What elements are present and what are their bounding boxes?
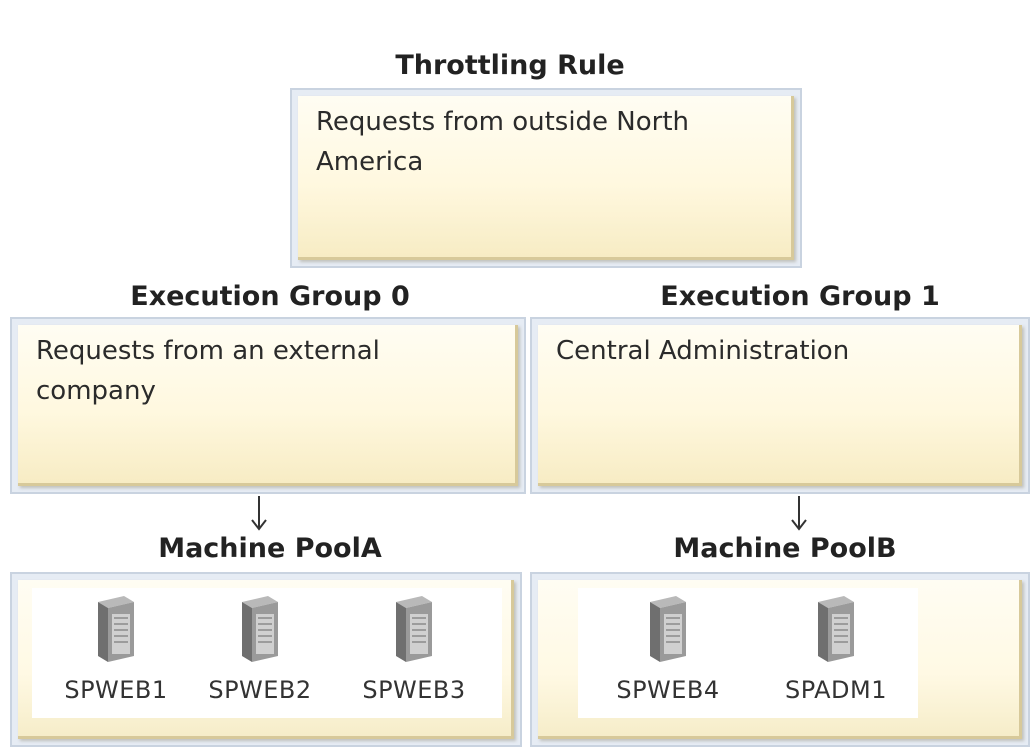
server-spweb2: SPWEB2 [200, 594, 320, 714]
server-label: SPWEB4 [616, 676, 720, 704]
throttling-rule-title: Throttling Rule [395, 50, 625, 81]
machine-pool-a-title: Machine PoolA [158, 533, 382, 564]
server-icon [396, 596, 432, 662]
machine-pool-b-box-fill: SPWEB4 SPADM1 [538, 580, 1022, 739]
execution-group-1-title: Execution Group 1 [660, 281, 940, 312]
execution-group-0-box-fill: Requests from an external company [18, 325, 518, 486]
server-label: SPWEB1 [64, 676, 168, 704]
throttling-rule-text: Requests from outside North America [316, 107, 690, 177]
arrow-down-icon [249, 494, 269, 534]
execution-group-0-box: Requests from an external company [10, 317, 526, 494]
server-icon [242, 596, 278, 662]
server-label: SPWEB2 [208, 676, 312, 704]
server-spadm1: SPADM1 [776, 594, 896, 714]
machine-pool-b-server-area [578, 588, 918, 718]
execution-group-1-box: Central Administration [530, 317, 1030, 494]
throttling-rule-box: Requests from outside North America [290, 88, 802, 268]
throttling-rule-box-fill: Requests from outside North America [298, 96, 794, 260]
server-icon [98, 596, 134, 662]
arrow-down-icon [789, 494, 809, 534]
execution-group-0-text: Requests from an external company [36, 336, 380, 406]
server-label: SPADM1 [784, 676, 888, 704]
server-icon [818, 596, 854, 662]
machine-pool-a-box-fill: SPWEB1 SPWEB2 [18, 580, 514, 739]
execution-group-0-title: Execution Group 0 [130, 281, 410, 312]
server-label: SPWEB3 [362, 676, 466, 704]
server-icon [650, 596, 686, 662]
machine-pool-a-box: SPWEB1 SPWEB2 [10, 572, 522, 747]
server-spweb3: SPWEB3 [354, 594, 474, 714]
execution-group-1-box-fill: Central Administration [538, 325, 1022, 486]
machine-pool-b-box: SPWEB4 SPADM1 [530, 572, 1030, 747]
machine-pool-b-title: Machine PoolB [673, 533, 897, 564]
server-spweb4: SPWEB4 [608, 594, 728, 714]
execution-group-1-text: Central Administration [556, 336, 850, 366]
server-spweb1: SPWEB1 [56, 594, 176, 714]
